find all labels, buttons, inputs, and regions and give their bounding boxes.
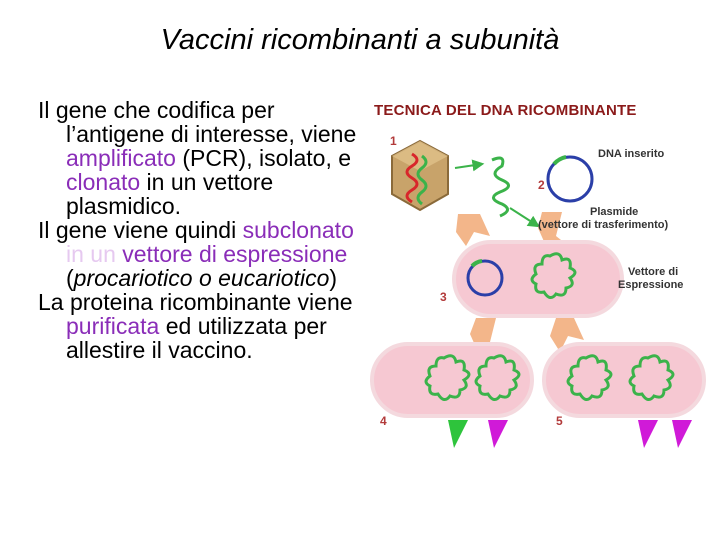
bullet-text: ): [329, 265, 338, 291]
arrow-down-1: [456, 214, 490, 246]
label-dna-inserito: DNA inserito: [598, 148, 665, 160]
vector-coil-cell-4a: [424, 354, 471, 401]
protein-green-1: [448, 420, 468, 448]
step-number-2: 2: [538, 178, 545, 192]
figure-title: TECNICA DEL DNA RICOMBINANTE: [374, 102, 637, 119]
vector-coil-cell-4b: [474, 354, 521, 401]
slide-title: Vaccini ricombinanti a subunità: [160, 24, 560, 56]
bullet-text: Il gene che codifica per l’antigene di i…: [38, 97, 357, 147]
bullet-item-purification: La proteina ricombinante viene purificat…: [38, 290, 368, 362]
vector-coil-cell-5b: [628, 354, 675, 401]
step-number-1: 1: [390, 134, 397, 148]
virus-capsid: [391, 139, 449, 212]
bullet-list: Il gene che codifica per l’antigene di i…: [38, 98, 368, 362]
arrow-dna-to-plasmid: [509, 207, 541, 228]
step-number-3: 3: [440, 290, 447, 304]
plasmid-ring: [546, 155, 594, 203]
bullet-text: (PCR), isolato, e: [175, 145, 352, 171]
keyword-purificata: purificata: [66, 313, 160, 339]
figure-artwork: [370, 139, 706, 448]
keyword-clonato: clonato: [66, 169, 141, 195]
step-number-4: 4: [380, 414, 387, 428]
label-vettore-trasferimento: (vettore di trasferimento): [538, 219, 669, 231]
host-cell-step-3: [452, 240, 624, 318]
bullet-text: in un vettore plasmidico.: [66, 169, 274, 219]
label-espressione: Espressione: [618, 279, 684, 291]
label-plasmide: Plasmide: [590, 206, 639, 218]
keyword-amplificato: amplificato: [66, 145, 176, 171]
bullet-item-subcloning: Il gene viene quindi subclonato in un ve…: [38, 218, 368, 290]
bullet-text: La proteina ricombinante viene: [38, 289, 353, 315]
protein-magenta-3: [672, 420, 692, 448]
bullet-text: (: [66, 265, 74, 291]
bullet-text: ed utilizzata per allestire il vaccino.: [66, 313, 327, 363]
keyword-subclonato: subclonato: [242, 217, 354, 243]
bullet-text-faded: in un: [66, 241, 116, 267]
vector-coil-cell-5a: [566, 354, 613, 401]
recombinant-dna-figure: TECNICA DEL DNA RICOMBINANTE DNA inserit…: [360, 96, 710, 476]
keyword-vettore-espressione: vettore di espressione: [115, 241, 348, 267]
bullet-text: Il gene viene quindi: [38, 217, 243, 243]
arrow-down-2: [538, 212, 566, 246]
bullet-text-italic: procariotico o eucariotico: [73, 265, 330, 291]
inserted-dna-coil: [491, 156, 510, 218]
protein-magenta-1: [488, 420, 508, 448]
arrow-down-4: [550, 318, 584, 352]
bullet-item-cloning: Il gene che codifica per l’antigene di i…: [38, 98, 368, 218]
step-number-5: 5: [556, 414, 563, 428]
arrow-virus-to-dna: [454, 159, 485, 172]
plasmid-in-cell: [466, 259, 504, 297]
expression-vector-coil: [530, 252, 577, 299]
label-vettore-di: Vettore di: [628, 266, 679, 278]
protein-magenta-2: [638, 420, 658, 448]
